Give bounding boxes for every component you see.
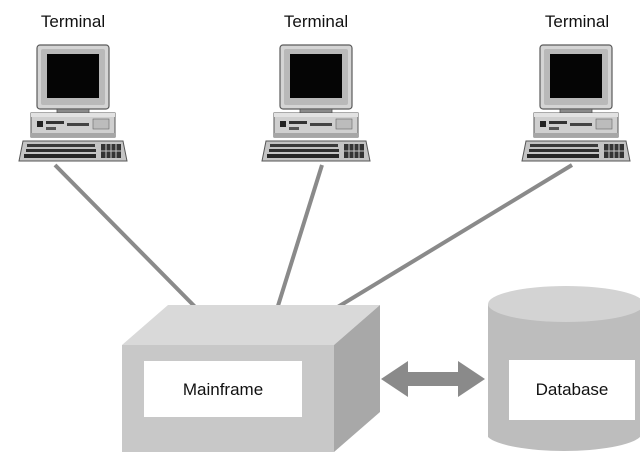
terminal-1-label: Terminal	[41, 12, 105, 31]
link-terminal-1-mainframe	[53, 163, 215, 327]
terminal-2-label: Terminal	[284, 12, 348, 31]
database: Database	[488, 286, 640, 451]
link-terminal-2-mainframe	[270, 164, 324, 326]
double-headed-arrow-icon	[381, 361, 485, 397]
mainframe: Mainframe	[122, 305, 380, 452]
terminal-3: Terminal	[521, 12, 631, 162]
mainframe-top-face	[122, 305, 380, 345]
database-label: Database	[536, 380, 609, 399]
link-terminal-3-mainframe	[306, 163, 574, 327]
database-top	[488, 286, 640, 322]
terminal-1: Terminal	[18, 12, 128, 162]
mainframe-label: Mainframe	[183, 380, 263, 399]
desktop-computer-icon	[521, 44, 631, 162]
terminal-3-label: Terminal	[545, 12, 609, 31]
terminal-2: Terminal	[261, 12, 371, 162]
mainframe-side-face	[334, 305, 380, 452]
desktop-computer-icon	[18, 44, 128, 162]
mainframe-label-box	[144, 361, 302, 417]
desktop-computer-icon	[261, 44, 371, 162]
database-label-box	[509, 360, 635, 420]
